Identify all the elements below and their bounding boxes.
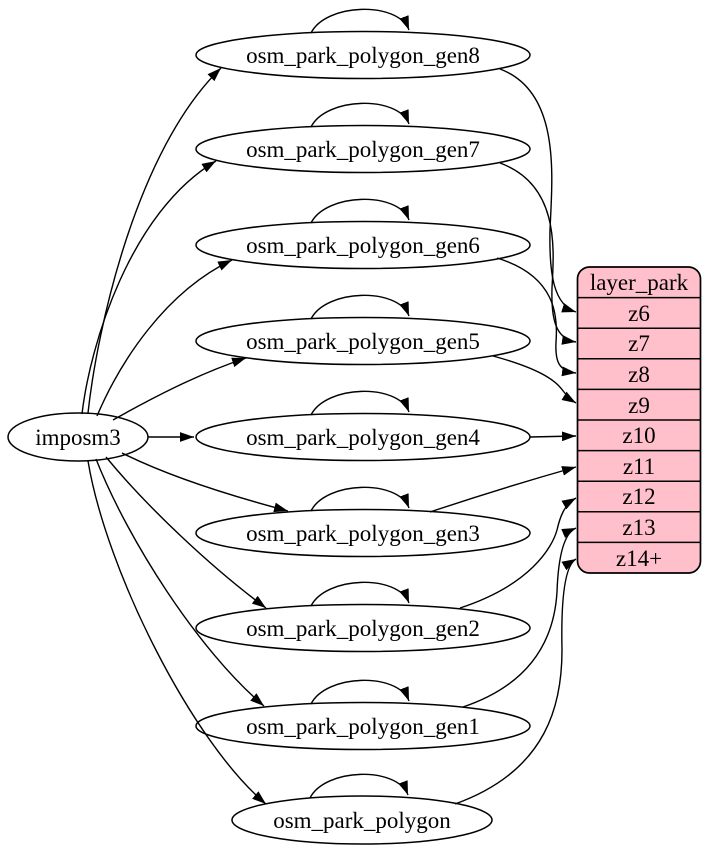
- node-osm-park-polygon: osm_park_polygon: [231, 795, 493, 845]
- selfloop-gen5: [310, 294, 410, 320]
- node-imposm3: imposm3: [7, 412, 149, 462]
- selfloop-gen8: [310, 8, 410, 34]
- edges-tables-to-layers: [429, 68, 577, 805]
- node-gen4-label: osm_park_polygon_gen4: [246, 425, 480, 450]
- node-gen7-label: osm_park_polygon_gen7: [246, 137, 480, 162]
- node-osm-park-polygon-gen4: osm_park_polygon_gen4: [195, 412, 531, 462]
- edge-gen7-z7: [499, 162, 577, 345]
- node-gen3-ellipse: [195, 508, 531, 558]
- node-gen6-ellipse: [195, 220, 531, 270]
- selfloop-gen6: [310, 198, 410, 224]
- node-gen2-ellipse: [195, 603, 531, 653]
- node-gen1-ellipse: [195, 701, 531, 751]
- node-osm-park-polygon-gen3: osm_park_polygon_gen3: [195, 508, 531, 558]
- node-osm-park-polygon-gen1: osm_park_polygon_gen1: [195, 701, 531, 751]
- edge-imposm3-gen7: [81, 160, 217, 415]
- edge-imposm3-gen3: [121, 452, 289, 513]
- node-osm-park-polygon-gen8: osm_park_polygon_gen8: [195, 30, 531, 80]
- edges-self-loops: [309, 8, 410, 799]
- selfloop-gen7: [310, 102, 410, 128]
- edge-polygon-z14plus: [454, 558, 577, 805]
- edge-imposm3-polygon: [87, 460, 267, 805]
- layer-row-z13: z13: [622, 515, 655, 540]
- node-osm-park-polygon-gen2: osm_park_polygon_gen2: [195, 603, 531, 653]
- node-osm-park-polygon-gen6: osm_park_polygon_gen6: [195, 220, 531, 270]
- selfloop-gen3: [310, 486, 410, 512]
- edge-gen3-z11: [429, 466, 577, 513]
- edge-gen6-z8: [496, 257, 577, 377]
- layer-row-z11: z11: [623, 454, 655, 479]
- layer-row-z12: z12: [622, 484, 655, 509]
- node-gen5-ellipse: [195, 316, 531, 366]
- selfloop-gen4: [310, 390, 410, 416]
- layer-row-z10: z10: [622, 423, 655, 448]
- edges-imposm3-to-tables: [81, 67, 289, 805]
- edge-imposm3-gen1: [95, 458, 265, 707]
- layer-row-z14plus: z14+: [616, 546, 662, 571]
- layer-row-z9: z9: [628, 393, 650, 418]
- node-imposm3-label: imposm3: [35, 425, 121, 450]
- selfloop-gen1: [310, 679, 410, 705]
- node-gen8-ellipse: [195, 30, 531, 80]
- layer-row-z7: z7: [628, 331, 650, 356]
- node-osm-park-polygon-gen7: osm_park_polygon_gen7: [195, 124, 531, 174]
- edge-imposm3-gen5: [112, 357, 247, 421]
- selfloop-polygon: [309, 773, 409, 799]
- node-gen3-label: osm_park_polygon_gen3: [246, 521, 480, 546]
- node-layer-park: layer_park z6 z7 z8 z9 z10 z11 z12 z13 z…: [576, 266, 702, 574]
- edge-gen8-z6: [499, 68, 577, 313]
- node-gen1-label: osm_park_polygon_gen1: [246, 714, 480, 739]
- node-polygon-ellipse: [231, 795, 493, 845]
- edge-gen5-z9: [492, 355, 577, 404]
- edge-imposm3-gen6: [96, 259, 233, 417]
- node-osm-park-polygon-gen5: osm_park_polygon_gen5: [195, 316, 531, 366]
- layer-row-z8: z8: [628, 362, 650, 387]
- node-gen5-label: osm_park_polygon_gen5: [246, 329, 480, 354]
- edge-gen2-z12: [459, 497, 577, 609]
- node-gen6-label: osm_park_polygon_gen6: [246, 233, 480, 258]
- selfloop-gen2: [310, 581, 410, 607]
- node-polygon-label: osm_park_polygon: [273, 808, 451, 833]
- node-gen2-label: osm_park_polygon_gen2: [246, 616, 480, 641]
- node-gen8-label: osm_park_polygon_gen8: [246, 43, 480, 68]
- node-gen7-ellipse: [195, 124, 531, 174]
- layer-row-z6: z6: [628, 301, 650, 326]
- edge-gen1-z13: [462, 527, 577, 708]
- edge-imposm3-gen2: [105, 456, 267, 609]
- edge-gen4-z10: [529, 431, 577, 442]
- edge-imposm3-gen8: [87, 67, 222, 414]
- layer-park-header: layer_park: [590, 270, 689, 295]
